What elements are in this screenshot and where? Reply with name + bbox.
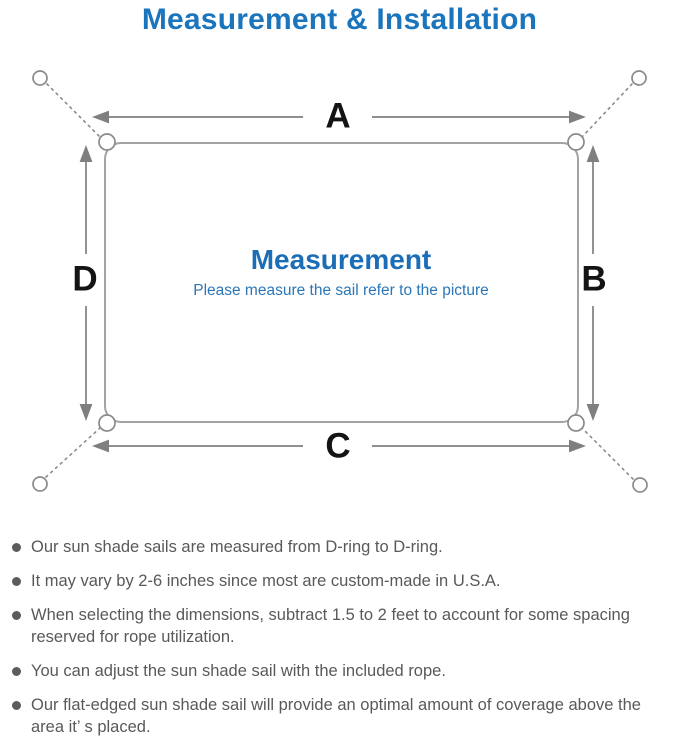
tether-line-bottom-right <box>581 427 634 480</box>
tether-line-top-left <box>46 83 101 138</box>
dimension-label-c: C <box>323 426 353 466</box>
dimension-label-b: B <box>579 259 609 299</box>
dimension-arrow-a <box>92 110 586 124</box>
tether-line-top-right <box>581 83 633 138</box>
measurement-diagram: A B C D Measurement Please measure the s… <box>32 70 648 493</box>
sail-diagram-graphic <box>32 70 648 493</box>
page-title: Measurement & Installation <box>141 3 538 36</box>
diagram-heading: Measurement <box>250 244 432 275</box>
note-item: You can adjust the sun shade sail with t… <box>10 660 673 682</box>
note-text: When selecting the dimensions, subtract … <box>31 606 630 646</box>
diagram-subheading: Please measure the sail refer to the pic… <box>193 282 489 299</box>
dimension-arrow-d <box>79 145 93 421</box>
note-item: It may vary by 2-6 inches since most are… <box>10 570 673 592</box>
dimension-arrow-b <box>586 145 600 421</box>
bullet-dot-icon <box>12 611 21 620</box>
dimension-arrow-c <box>92 439 586 453</box>
note-item: Our flat-edged sun shade sail will provi… <box>10 694 673 738</box>
dimension-label-d: D <box>70 259 100 299</box>
note-item: When selecting the dimensions, subtract … <box>10 604 673 648</box>
note-text: It may vary by 2-6 inches since most are… <box>31 572 501 590</box>
bullet-dot-icon <box>12 701 21 710</box>
bullet-dot-icon <box>12 543 21 552</box>
anchor-ring-icon <box>32 476 48 492</box>
anchor-ring-icon <box>631 70 647 86</box>
bullet-dot-icon <box>12 577 21 586</box>
tether-line-bottom-left <box>45 427 101 478</box>
bullet-dot-icon <box>12 667 21 676</box>
notes-list: Our sun shade sails are measured from D-… <box>10 536 673 739</box>
d-ring-icon <box>98 133 116 151</box>
d-ring-icon <box>567 414 585 432</box>
d-ring-icon <box>98 414 116 432</box>
note-text: Our flat-edged sun shade sail will provi… <box>31 696 641 736</box>
anchor-ring-icon <box>32 70 48 86</box>
sail-outline <box>104 142 579 423</box>
note-text: Our sun shade sails are measured from D-… <box>31 538 443 556</box>
d-ring-icon <box>567 133 585 151</box>
diagram-center-text: Measurement Please measure the sail refe… <box>121 245 561 300</box>
note-text: You can adjust the sun shade sail with t… <box>31 662 446 680</box>
note-item: Our sun shade sails are measured from D-… <box>10 536 673 558</box>
anchor-ring-icon <box>632 477 648 493</box>
dimension-label-a: A <box>323 96 353 136</box>
